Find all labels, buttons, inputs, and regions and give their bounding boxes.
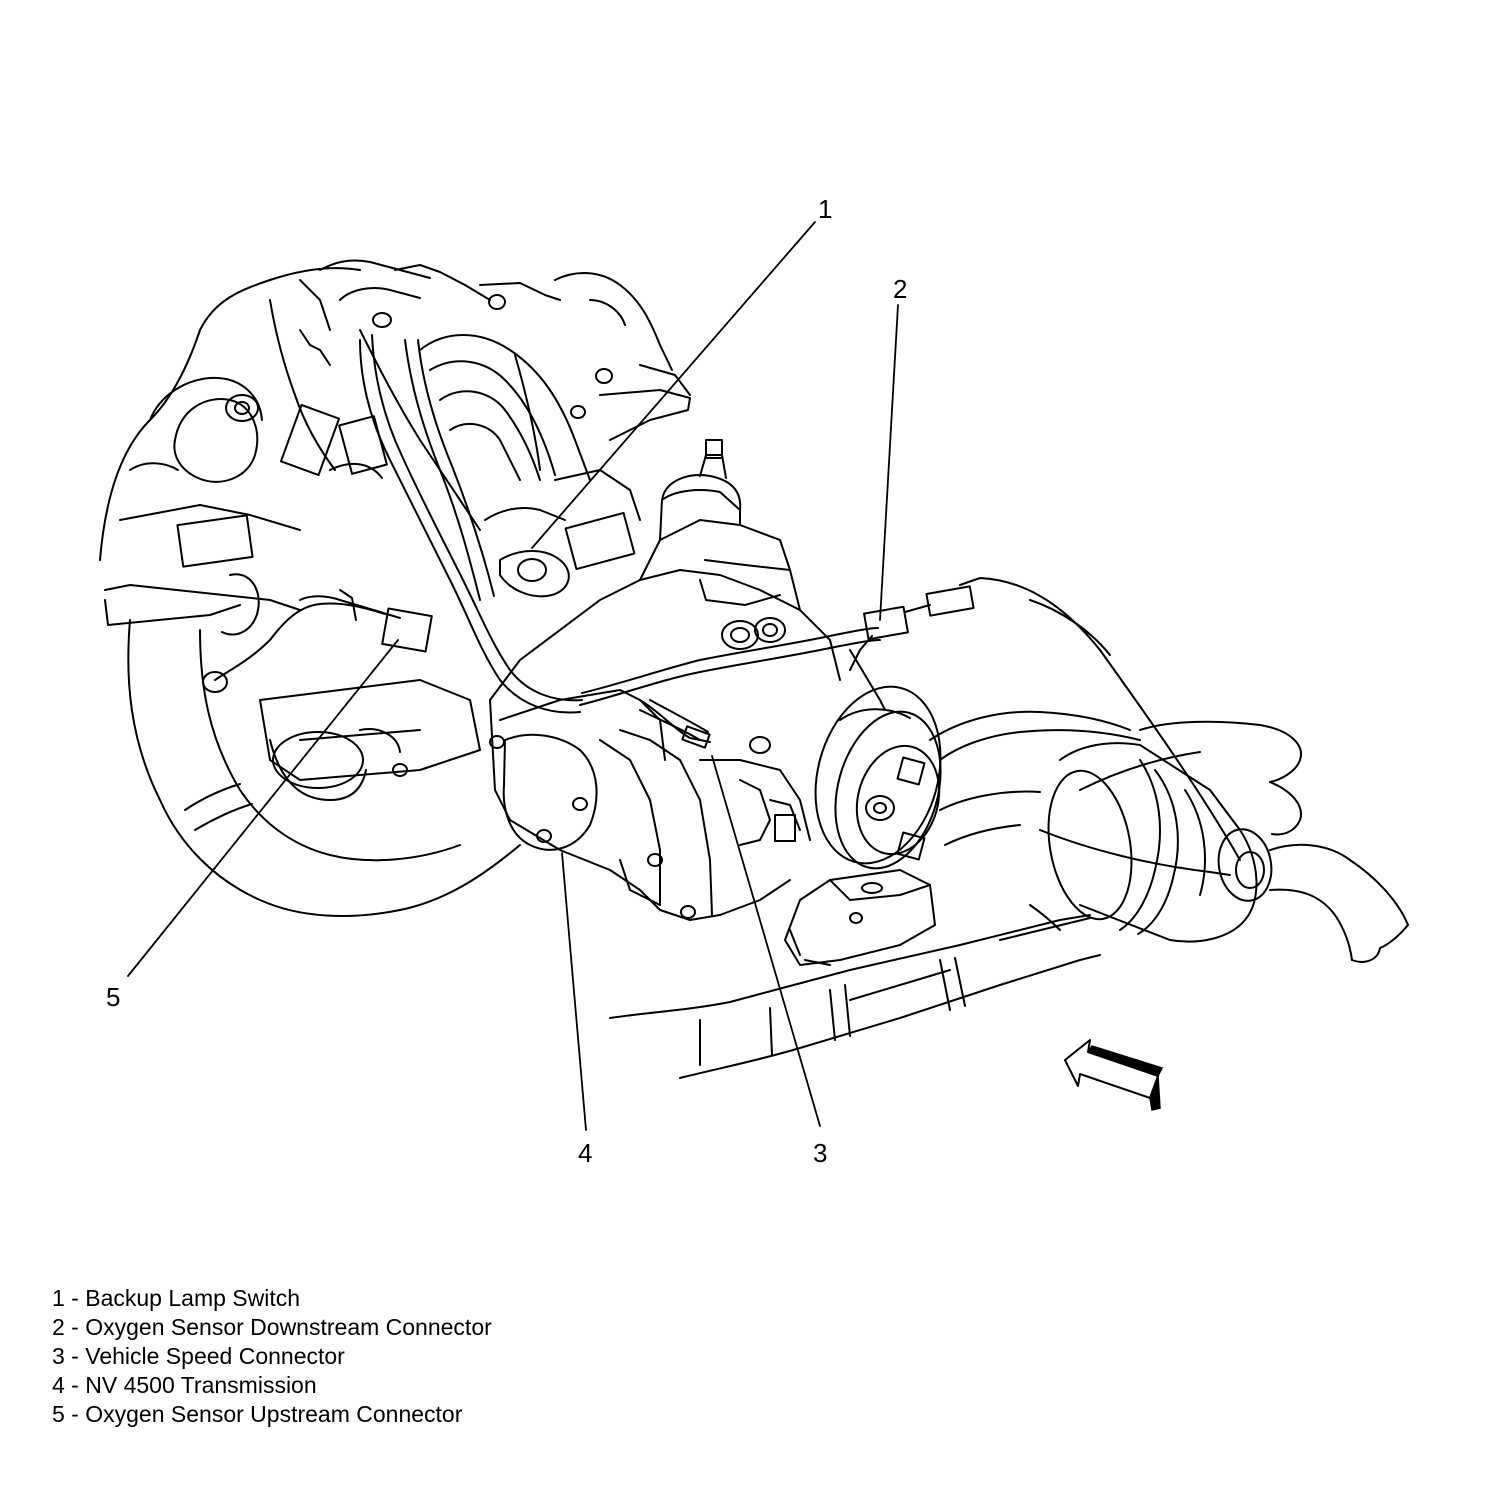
- legend-separator: -: [64, 1285, 86, 1311]
- legend-item-5: 5 - Oxygen Sensor Upstream Connector: [52, 1400, 492, 1429]
- legend-label: NV 4500 Transmission: [85, 1372, 317, 1398]
- callout-number-3: 3: [813, 1138, 827, 1168]
- legend-number: 4: [52, 1372, 65, 1398]
- legend-number: 3: [52, 1343, 65, 1369]
- legend-label: Backup Lamp Switch: [85, 1285, 301, 1311]
- leader-line-2: [880, 305, 898, 620]
- exhaust-illustration: [930, 712, 1408, 962]
- legend-number: 2: [52, 1314, 65, 1340]
- leader-line-5: [128, 640, 398, 976]
- leader-line-3: [712, 756, 820, 1126]
- legend-label: Vehicle Speed Connector: [85, 1343, 345, 1369]
- wiring-harness: [300, 335, 880, 740]
- legend-label: Oxygen Sensor Upstream Connector: [85, 1401, 463, 1427]
- upstream-connector-shape: [382, 608, 432, 651]
- leader-line-1: [532, 222, 815, 548]
- engine-illustration: [100, 260, 690, 634]
- legend-item-2: 2 - Oxygen Sensor Downstream Connector: [52, 1313, 492, 1342]
- downstream-connector-shape: [926, 586, 973, 615]
- oxygen-sensor-wiring: [203, 578, 1240, 860]
- legend-separator: -: [64, 1343, 86, 1369]
- leader-line-4: [562, 853, 586, 1130]
- legend-separator: -: [64, 1372, 86, 1398]
- legend-number: 5: [52, 1401, 65, 1427]
- callout-number-1: 1: [818, 194, 832, 224]
- legend-separator: -: [64, 1401, 86, 1427]
- legend-item-4: 4 - NV 4500 Transmission: [52, 1371, 492, 1400]
- driveshaft-flange-illustration: [797, 673, 1140, 881]
- callout-number-4: 4: [578, 1138, 592, 1168]
- transmission-illustration: [490, 440, 840, 920]
- callout-legend: 1 - Backup Lamp Switch 2 - Oxygen Sensor…: [52, 1284, 492, 1429]
- legend-item-3: 3 - Vehicle Speed Connector: [52, 1342, 492, 1371]
- leader-lines: [128, 222, 898, 1130]
- callout-number-2: 2: [893, 274, 907, 304]
- crossmember-illustration: [260, 680, 504, 800]
- legend-separator: -: [64, 1314, 86, 1340]
- legend-label: Oxygen Sensor Downstream Connector: [85, 1314, 492, 1340]
- front-of-vehicle-arrow-icon: [1064, 1039, 1164, 1111]
- legend-item-1: 1 - Backup Lamp Switch: [52, 1284, 492, 1313]
- legend-number: 1: [52, 1285, 65, 1311]
- callout-number-5: 5: [106, 982, 120, 1012]
- frame-rail-illustration: [128, 620, 1100, 1078]
